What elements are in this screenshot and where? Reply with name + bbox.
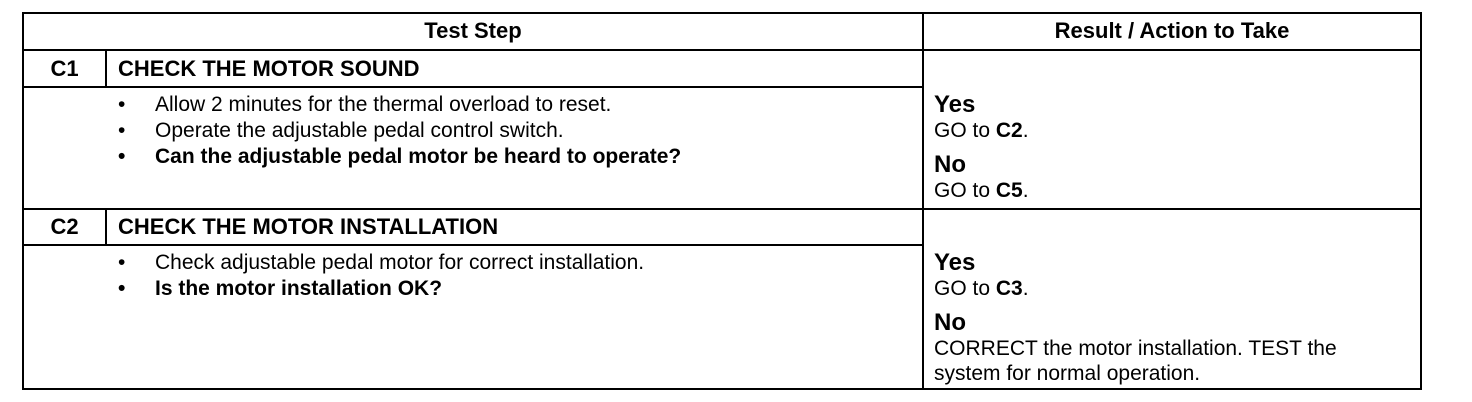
step-title-c2: CHECK THE MOTOR INSTALLATION: [118, 214, 499, 239]
step-id-c1: C1: [50, 56, 79, 81]
answer-no: No: [934, 151, 966, 178]
bullet-item: Allow 2 minutes for the thermal overload…: [118, 92, 681, 118]
header-result-action: Result / Action to Take: [1054, 18, 1290, 43]
step-bullets-c1: Allow 2 minutes for the thermal overload…: [118, 92, 681, 170]
action-yes: GO to C2.: [934, 119, 1029, 142]
result-c2: Yes GO to C3. No CORRECT the motor insta…: [934, 249, 1404, 394]
answer-no: No: [934, 309, 966, 336]
column-divider: [922, 14, 924, 388]
diagnostic-table: Test Step Result / Action to Take C1 CHE…: [22, 12, 1422, 390]
answer-yes: Yes: [934, 91, 976, 118]
id-divider-c1: [105, 51, 107, 86]
header-rule: [24, 49, 1420, 51]
bullet-item: Operate the adjustable pedal control swi…: [118, 118, 681, 144]
action-yes: GO to C3.: [934, 277, 1029, 300]
result-c1: Yes GO to C2. No GO to C5.: [934, 91, 1029, 211]
bullet-item: Check adjustable pedal motor for correct…: [118, 250, 644, 276]
bullet-question: Can the adjustable pedal motor be heard …: [118, 144, 681, 170]
id-divider-c2: [105, 210, 107, 244]
title-rule-c2: [24, 244, 922, 246]
step-title-c1: CHECK THE MOTOR SOUND: [118, 56, 420, 81]
step-rule-c1: [24, 208, 1420, 210]
step-link[interactable]: C5: [995, 179, 1023, 202]
step-link[interactable]: C2: [995, 119, 1023, 142]
step-link[interactable]: C3: [995, 277, 1023, 300]
title-rule-c1: [24, 86, 922, 88]
action-no: GO to C5.: [934, 179, 1029, 202]
action-no: CORRECT the motor installation. TEST the…: [934, 337, 1337, 385]
answer-yes: Yes: [934, 249, 976, 276]
header-test-step: Test Step: [424, 18, 522, 43]
bullet-question: Is the motor installation OK?: [118, 276, 644, 302]
step-bullets-c2: Check adjustable pedal motor for correct…: [118, 250, 644, 302]
step-id-c2: C2: [50, 214, 79, 239]
